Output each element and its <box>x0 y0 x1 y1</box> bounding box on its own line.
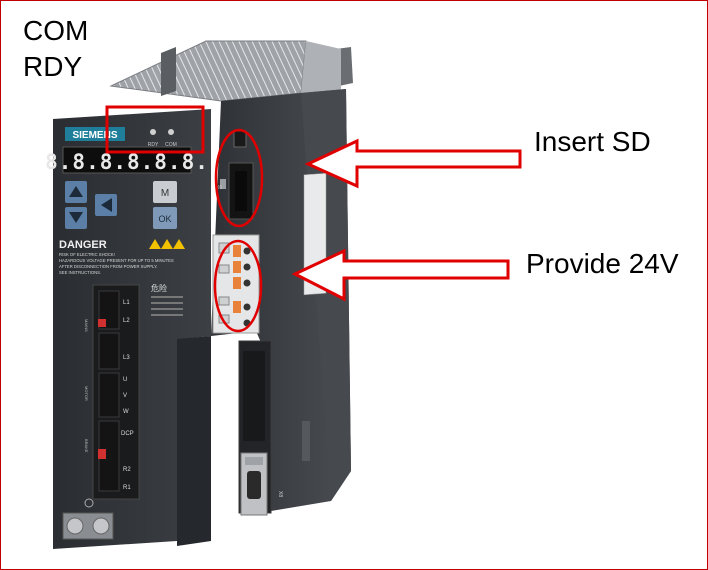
sd-arrow <box>304 138 522 189</box>
danger-line-3: AFTER DISCONNECTION FROM POWER SUPPLY. <box>59 264 158 269</box>
red-latch <box>98 319 106 327</box>
sd-highlight-ellipse <box>214 128 264 228</box>
section-mains: MAINS <box>84 319 89 332</box>
annotations <box>105 105 522 333</box>
orange-lever <box>233 261 241 273</box>
ground-symbol-icon <box>84 498 94 508</box>
heatsink <box>109 40 353 102</box>
section-motor: MOTOR <box>84 386 89 401</box>
key-ok <box>153 207 177 229</box>
terminal-l3: L3 <box>123 355 130 361</box>
danger-line-2: HAZARDOUS VOLTAGE PRESENT FOR UP TO 5 MI… <box>59 258 174 263</box>
section-brake: BRAKE <box>84 439 89 453</box>
com-led-label: COM <box>165 142 177 148</box>
terminal-r1: R1 <box>123 485 131 491</box>
brand-area: SIEMENS RDY COM <box>65 127 177 148</box>
terminal-l2: L2 <box>123 318 130 324</box>
wire-hole <box>243 247 251 255</box>
power-terminal-block: L1 L2 L3 U V W DCP R2 R1 MAINS MOTOR BRA… <box>84 284 140 500</box>
side-label-x6: X6 <box>216 185 222 191</box>
cn-warning-title: 危险 <box>151 283 167 293</box>
com-led <box>168 129 174 135</box>
danger-title: DANGER <box>59 239 107 251</box>
connector-24v <box>212 234 260 334</box>
rdy-led <box>150 129 156 135</box>
insert-sd-label: Insert SD <box>534 126 651 157</box>
brand-text: SIEMENS <box>72 130 117 141</box>
red-latch <box>98 449 106 459</box>
orange-lever <box>233 245 241 257</box>
wire-hole <box>243 279 251 287</box>
key-ok-label: OK <box>158 214 171 224</box>
terminal-dcp: DCP <box>121 431 134 437</box>
provide-24v-label: Provide 24V <box>526 248 679 279</box>
cn-warning: 危险 <box>151 283 183 316</box>
keypad: M OK <box>65 181 177 229</box>
wire-hole <box>243 263 251 271</box>
warning-triangle-icon <box>173 239 185 249</box>
key-m <box>153 181 177 203</box>
danger-line-4: SEE INSTRUCTIONS. <box>59 270 101 275</box>
key-m-label: M <box>161 188 169 199</box>
warning-triangle-icon <box>149 239 161 249</box>
side-label-x8: X8 <box>277 491 283 497</box>
ground-terminals <box>62 498 114 540</box>
wire-hole <box>243 303 251 311</box>
terminal-w: W <box>123 409 129 415</box>
display-readout: 8.8.8.8.8.8. <box>45 150 209 174</box>
warning-triangle-icon <box>161 239 173 249</box>
brand-badge <box>65 127 125 141</box>
terminal-u: U <box>123 377 127 383</box>
lower-connector-column: X8 X6 <box>216 185 283 516</box>
power-highlight-ellipse <box>213 239 263 333</box>
danger-line-1: RISK OF ELECTRIC SHOCK! <box>59 252 115 257</box>
led-highlight-box <box>105 105 205 154</box>
orange-lever <box>233 277 241 289</box>
power-arrow <box>291 248 510 302</box>
rdy-led-label: RDY <box>148 142 159 148</box>
terminal-v: V <box>123 393 127 399</box>
com-label: COM <box>23 15 89 46</box>
orange-lever <box>233 301 241 313</box>
terminal-l1: L1 <box>123 300 130 306</box>
danger-label: DANGER RISK OF ELECTRIC SHOCK! HAZARDOUS… <box>59 239 185 275</box>
rdy-label: RDY <box>23 51 83 82</box>
sd-card-slot <box>220 130 254 220</box>
terminal-r2: R2 <box>123 467 131 473</box>
